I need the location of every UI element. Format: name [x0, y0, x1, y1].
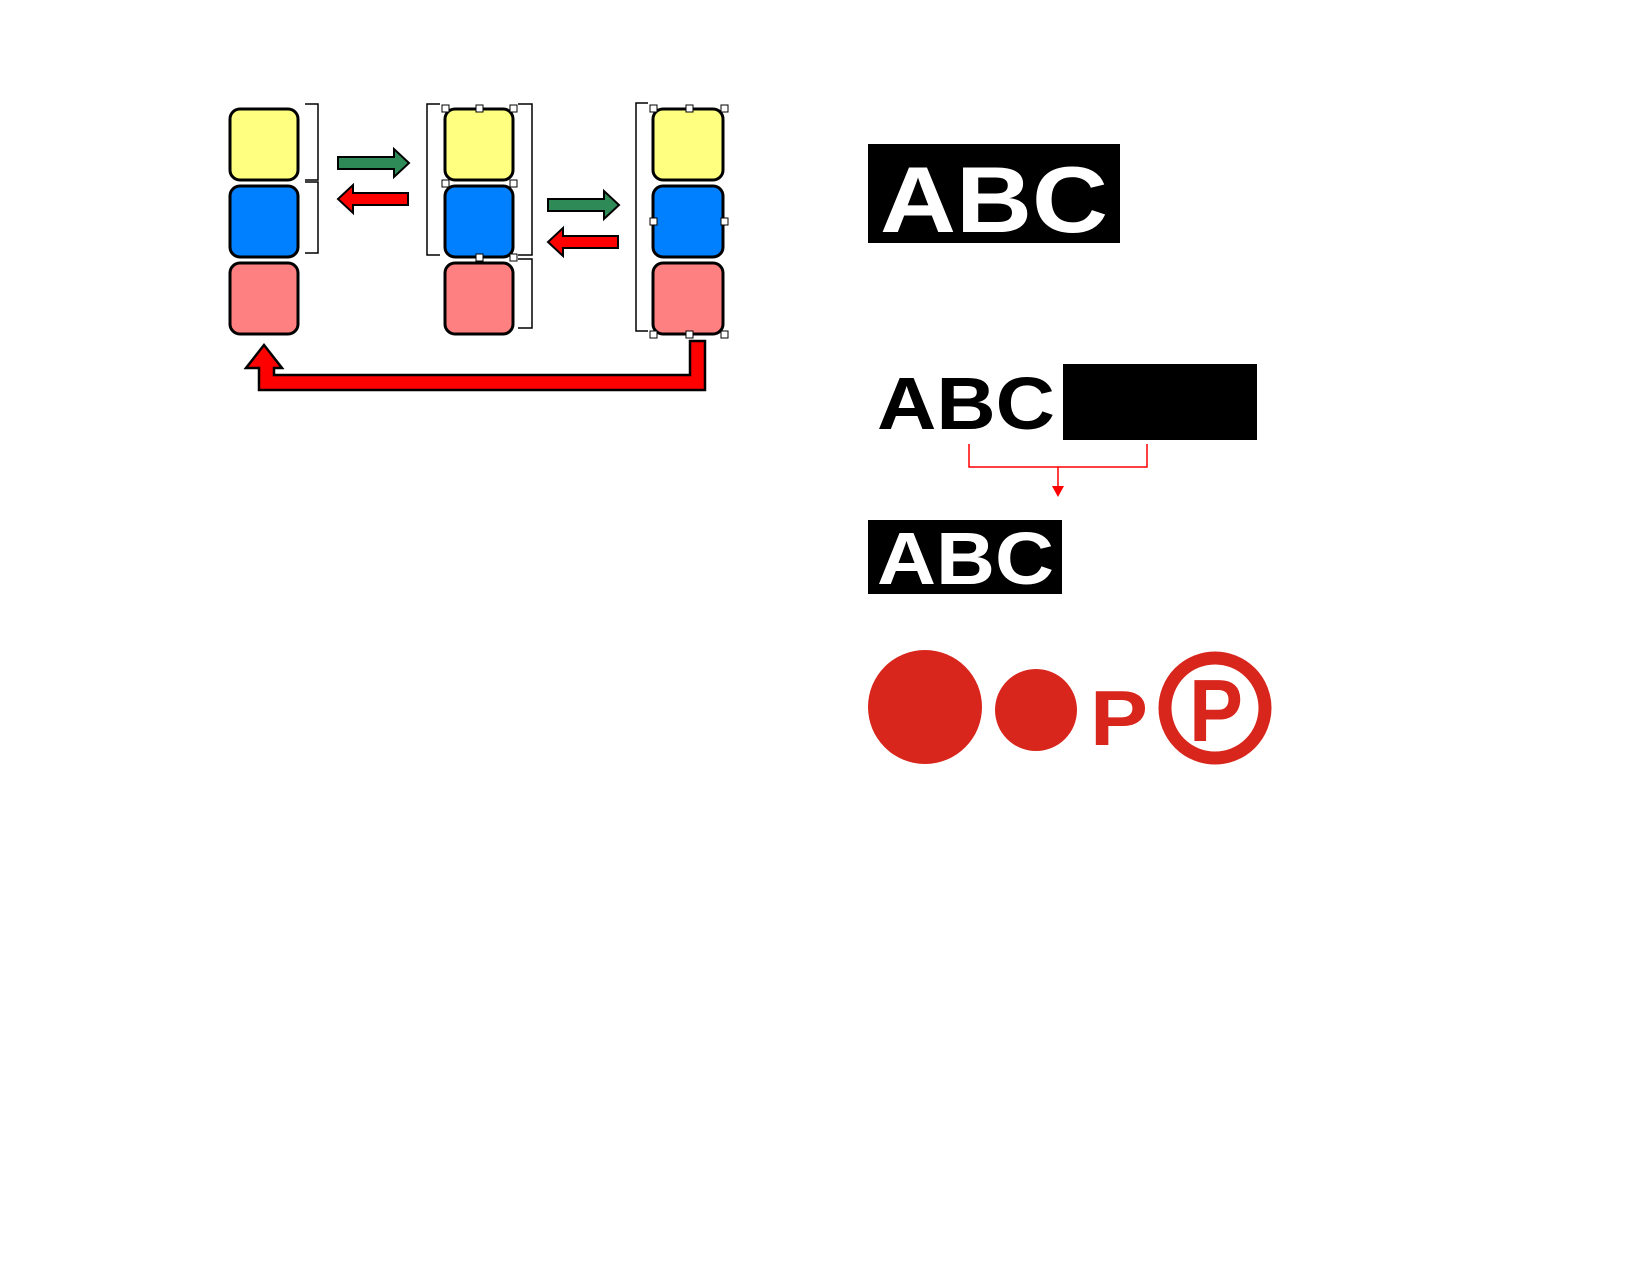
black-box	[1063, 364, 1257, 440]
circled-p-icon: P	[1158, 651, 1272, 765]
merge-arrowhead	[1052, 486, 1064, 497]
abc-inverted-large-text: ABC	[880, 147, 1108, 252]
selection-handles	[649, 104, 729, 339]
yellow-block	[228, 107, 300, 182]
abc-inverted-large-sample: ABC	[868, 144, 1120, 252]
blue-block	[651, 184, 725, 259]
red-left-arrow	[546, 225, 619, 259]
yellow-block	[651, 107, 725, 182]
black-background	[868, 144, 1120, 243]
bracket-group-right	[518, 103, 533, 256]
pink-block	[228, 261, 300, 336]
stack-ungrouped	[228, 103, 319, 336]
stack-fully-grouped	[635, 102, 729, 339]
bracket-blue	[305, 181, 319, 254]
abc-plain-with-black-box: ABC	[877, 362, 1257, 445]
abc-plain-text: ABC	[877, 362, 1055, 445]
black-background	[868, 520, 1062, 594]
grouping-diagram	[228, 102, 729, 392]
medium-dot-icon	[995, 669, 1077, 751]
green-right-arrow	[547, 188, 621, 222]
stack-partially-grouped	[426, 103, 533, 336]
bracket-pink	[518, 258, 533, 329]
red-return-arrow	[243, 339, 707, 392]
red-left-arrow	[336, 182, 409, 216]
p-plain-text: P	[1090, 674, 1148, 762]
large-dot-icon	[868, 650, 982, 764]
yellow-block	[443, 107, 515, 182]
circled-p-ring	[1158, 651, 1272, 765]
green-right-arrow	[337, 146, 411, 180]
circled-p-text: P	[1189, 661, 1243, 760]
bracket-yellow	[305, 103, 319, 181]
blue-block	[228, 184, 300, 259]
blue-block	[443, 184, 515, 259]
merge-connector	[968, 444, 1148, 497]
abc-inverted-small-sample: ABC	[868, 517, 1062, 600]
bracket-all-left	[635, 102, 648, 332]
abc-inverted-small-text: ABC	[877, 517, 1054, 600]
pink-block	[443, 261, 515, 336]
red-logo-row: P P	[868, 650, 1272, 765]
pink-block	[651, 261, 725, 336]
bracket-group-left	[426, 103, 440, 256]
selection-handles	[441, 104, 518, 262]
